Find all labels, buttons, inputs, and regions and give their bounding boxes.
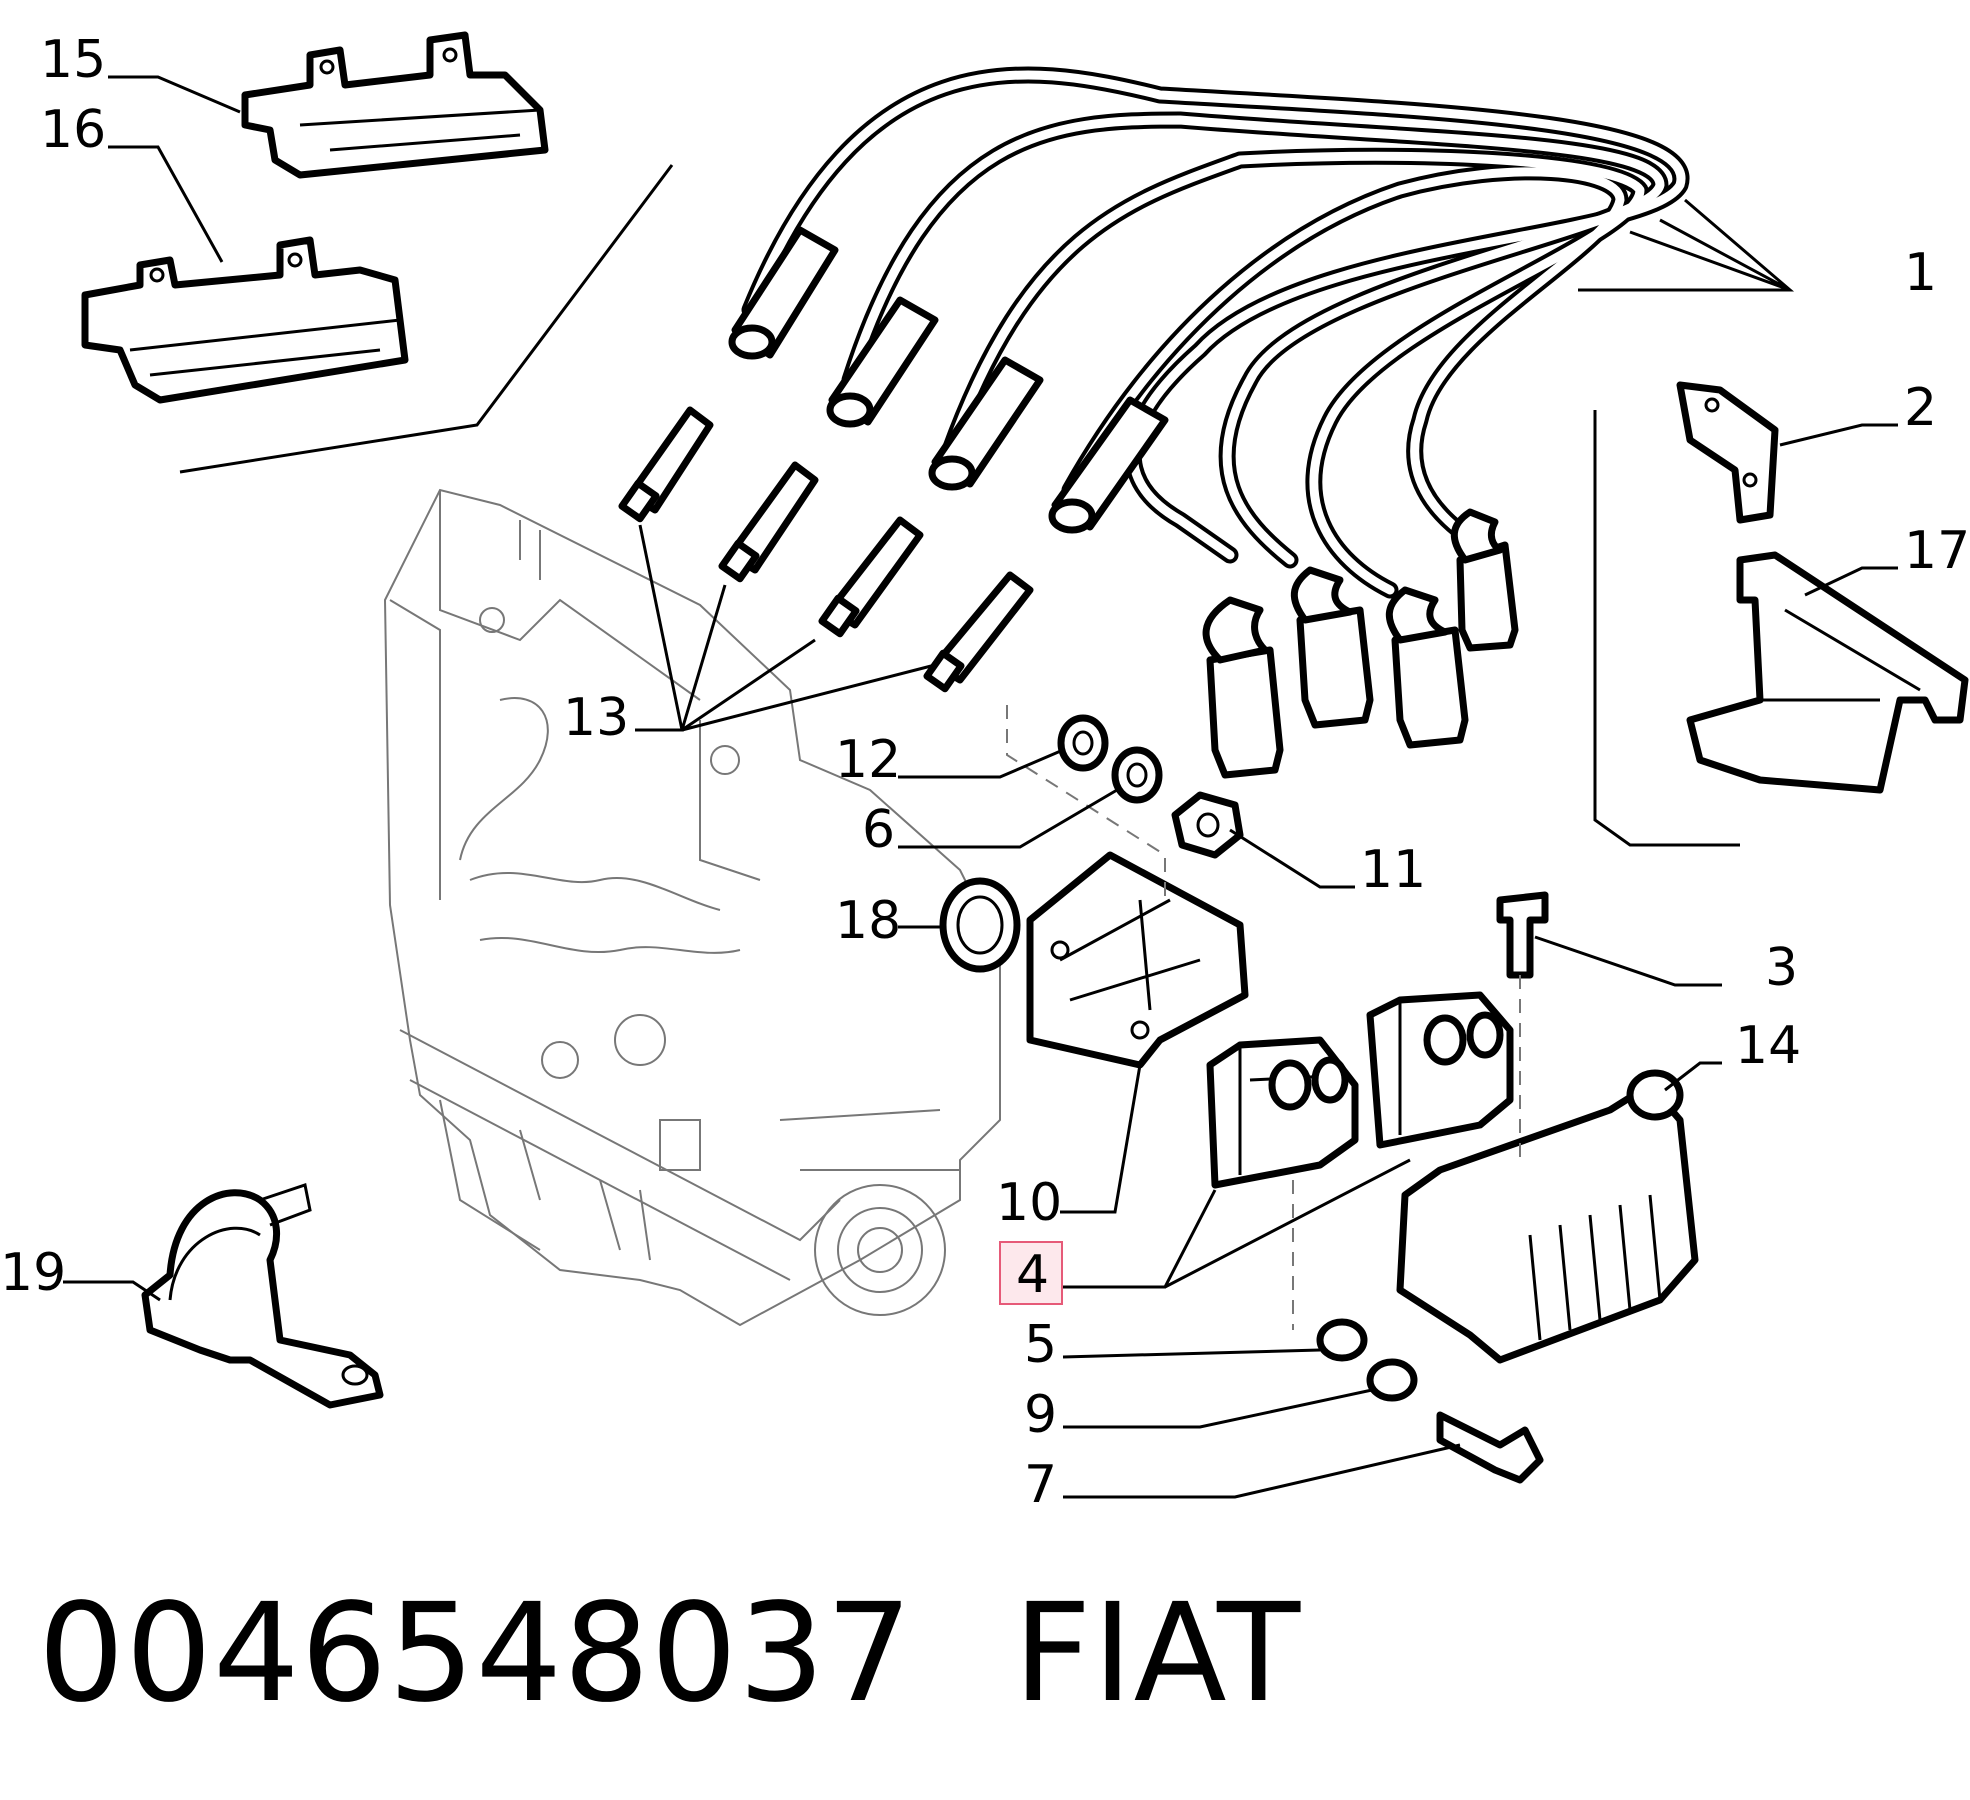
ignition-coils-4	[1206, 991, 1514, 1189]
spark-plugs	[618, 406, 1034, 693]
callout-4-highlight	[999, 1241, 1063, 1305]
small-hardware	[939, 714, 1549, 1484]
support-10	[1026, 851, 1249, 1069]
callout-13: 13	[563, 688, 629, 748]
clamp-19	[141, 1183, 384, 1409]
callout-7: 7	[1024, 1455, 1057, 1515]
separator-line	[179, 164, 674, 474]
callout-15: 15	[40, 30, 106, 90]
assembly-guides	[1006, 705, 1521, 1330]
bracket-2-holder-17	[1593, 381, 1969, 847]
callout-19: 19	[0, 1243, 66, 1303]
callout-2: 2	[1904, 378, 1937, 438]
engine-block-illustration	[383, 488, 1001, 1327]
callout-14: 14	[1735, 1016, 1801, 1076]
callout-9: 9	[1024, 1385, 1057, 1445]
callout-4: 4	[1016, 1245, 1049, 1305]
callout-labels: 15 16 1 2 17 13 12 6 11 18 3 14 10 19 4 …	[0, 30, 1970, 1515]
callout-18: 18	[835, 891, 901, 951]
callout-3: 3	[1765, 938, 1798, 998]
ignition-cable-set	[728, 66, 1690, 779]
callout-16: 16	[40, 100, 106, 160]
part-number: 0046548037	[38, 1575, 914, 1733]
callout-10: 10	[996, 1173, 1062, 1233]
leader-lines	[63, 75, 1898, 1499]
brand-name: FIAT	[1013, 1575, 1302, 1733]
callout-11: 11	[1360, 840, 1426, 900]
callout-6: 6	[862, 800, 895, 860]
cover-14	[1396, 1069, 1699, 1364]
part-caption: 0046548037 FIAT	[38, 1575, 1301, 1733]
callout-17: 17	[1904, 521, 1970, 581]
callout-12: 12	[835, 730, 901, 790]
callout-5: 5	[1024, 1315, 1057, 1375]
brackets-15-16	[81, 31, 549, 404]
callout-1: 1	[1904, 243, 1937, 303]
